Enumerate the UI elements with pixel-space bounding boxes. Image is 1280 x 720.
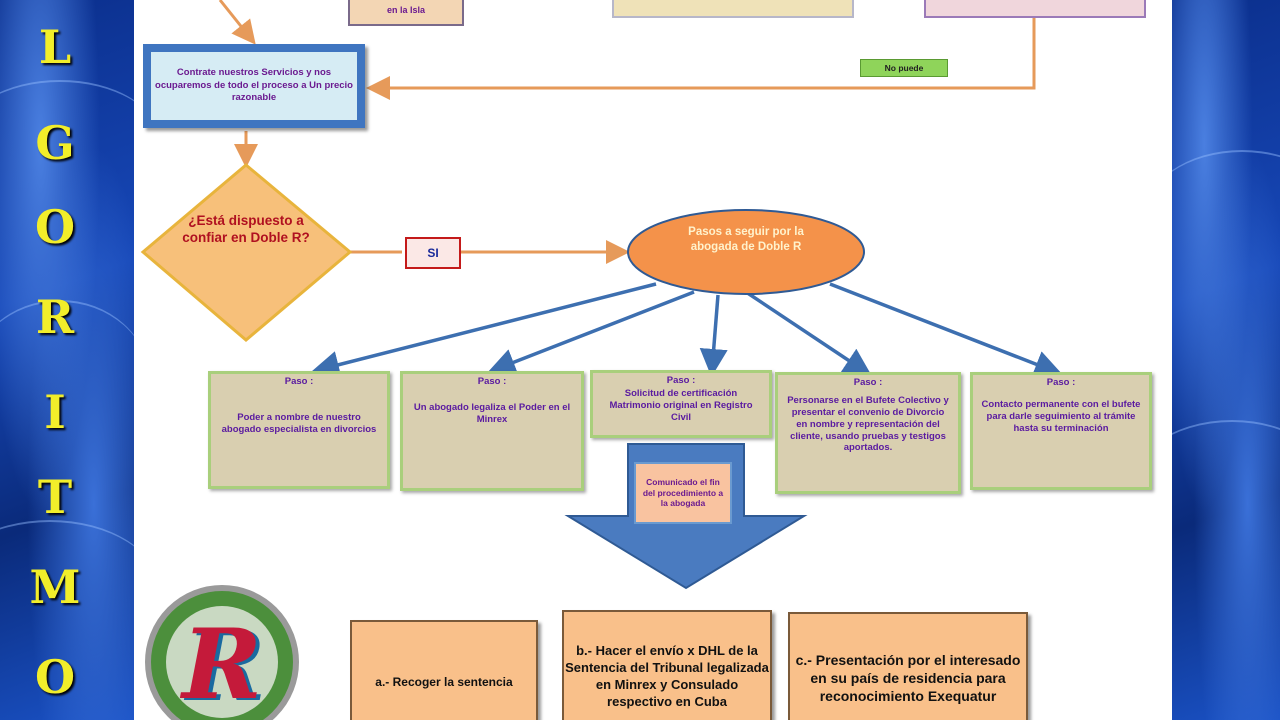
ellipse-to-step-5	[829, 282, 1063, 378]
side-letter-4: R	[35, 290, 75, 344]
step-3-title: Paso :	[666, 375, 696, 386]
side-letter-8: O	[34, 650, 76, 704]
step-box-2: Paso : Un abogado legaliza el Poder en e…	[400, 371, 584, 491]
top-box-1: en la Isla	[348, 0, 464, 26]
bottom-box-b: b.- Hacer el envío x DHL de la Sentencia…	[562, 610, 772, 720]
no-puede-return-arrow	[366, 14, 1036, 100]
step-5-text: Contacto permanente con el bufete para d…	[981, 398, 1141, 434]
logo-inner	[166, 606, 278, 718]
top-left-arrow	[218, 0, 256, 45]
ellipse-to-step-3	[699, 294, 728, 377]
step-3-text: Solicitud de certificación Matrimonio or…	[609, 387, 753, 423]
contract-box-text: Contrate nuestros Servicios y nos ocupar…	[151, 52, 357, 120]
no-puede-label: No puede	[860, 59, 948, 77]
step-2-title: Paso :	[477, 376, 507, 387]
decision-diamond	[140, 163, 353, 342]
side-letter-3: O	[34, 200, 76, 254]
step-box-1: Paso : Poder a nombre de nuestro abogado…	[208, 371, 390, 489]
side-letter-2: G	[35, 116, 75, 170]
bottom-box-a: a.- Recoger la sentencia	[350, 620, 538, 720]
flowchart-canvas: en la Isla Contrate nuestros Servicios y…	[134, 0, 1172, 720]
side-letter-1: L	[38, 20, 72, 74]
top-box-1-text: en la Isla	[386, 5, 426, 15]
step-box-4: Paso : Personarse en el Bufete Colectivo…	[775, 372, 961, 494]
top-box-2	[612, 0, 854, 18]
side-letter-6: T	[37, 470, 73, 524]
logo-letter: R	[182, 608, 262, 720]
step-1-text: Poder a nombre de nuestro abogado especi…	[221, 411, 377, 435]
right-background-panel	[1122, 0, 1280, 720]
ellipse-to-step-4	[745, 290, 872, 376]
side-letter-5: I	[44, 385, 66, 439]
left-background-panel: L G O R I T M O	[0, 0, 160, 720]
bottom-box-c: c.- Presentación por el interesado en su…	[788, 612, 1028, 720]
arrow-inner-box: Comunicado el fin del procedimiento a la…	[634, 462, 732, 524]
step-4-text: Personarse en el Bufete Colectivo y pres…	[787, 394, 949, 454]
decision-text: ¿Está dispuesto a confiar en Doble R?	[182, 213, 310, 246]
step-5-title: Paso :	[1046, 377, 1076, 388]
step-1-title: Paso :	[284, 376, 314, 387]
side-letter-7: M	[29, 560, 81, 614]
step-4-title: Paso :	[853, 377, 883, 388]
top-box-3	[924, 0, 1146, 18]
ellipse-to-step-1	[311, 282, 657, 379]
steps-ellipse-text: Pasos a seguir por la abogada de Doble R	[688, 226, 804, 253]
steps-ellipse	[627, 209, 865, 295]
ellipse-to-step-2	[487, 290, 695, 376]
si-label: SI	[405, 237, 461, 269]
step-box-3: Paso : Solicitud de certificación Matrim…	[590, 370, 772, 438]
step-2-text: Un abogado legaliza el Poder en el Minre…	[413, 401, 571, 425]
contract-box: Contrate nuestros Servicios y nos ocupar…	[143, 44, 365, 128]
step-box-5: Paso : Contacto permanente con el bufete…	[970, 372, 1152, 490]
